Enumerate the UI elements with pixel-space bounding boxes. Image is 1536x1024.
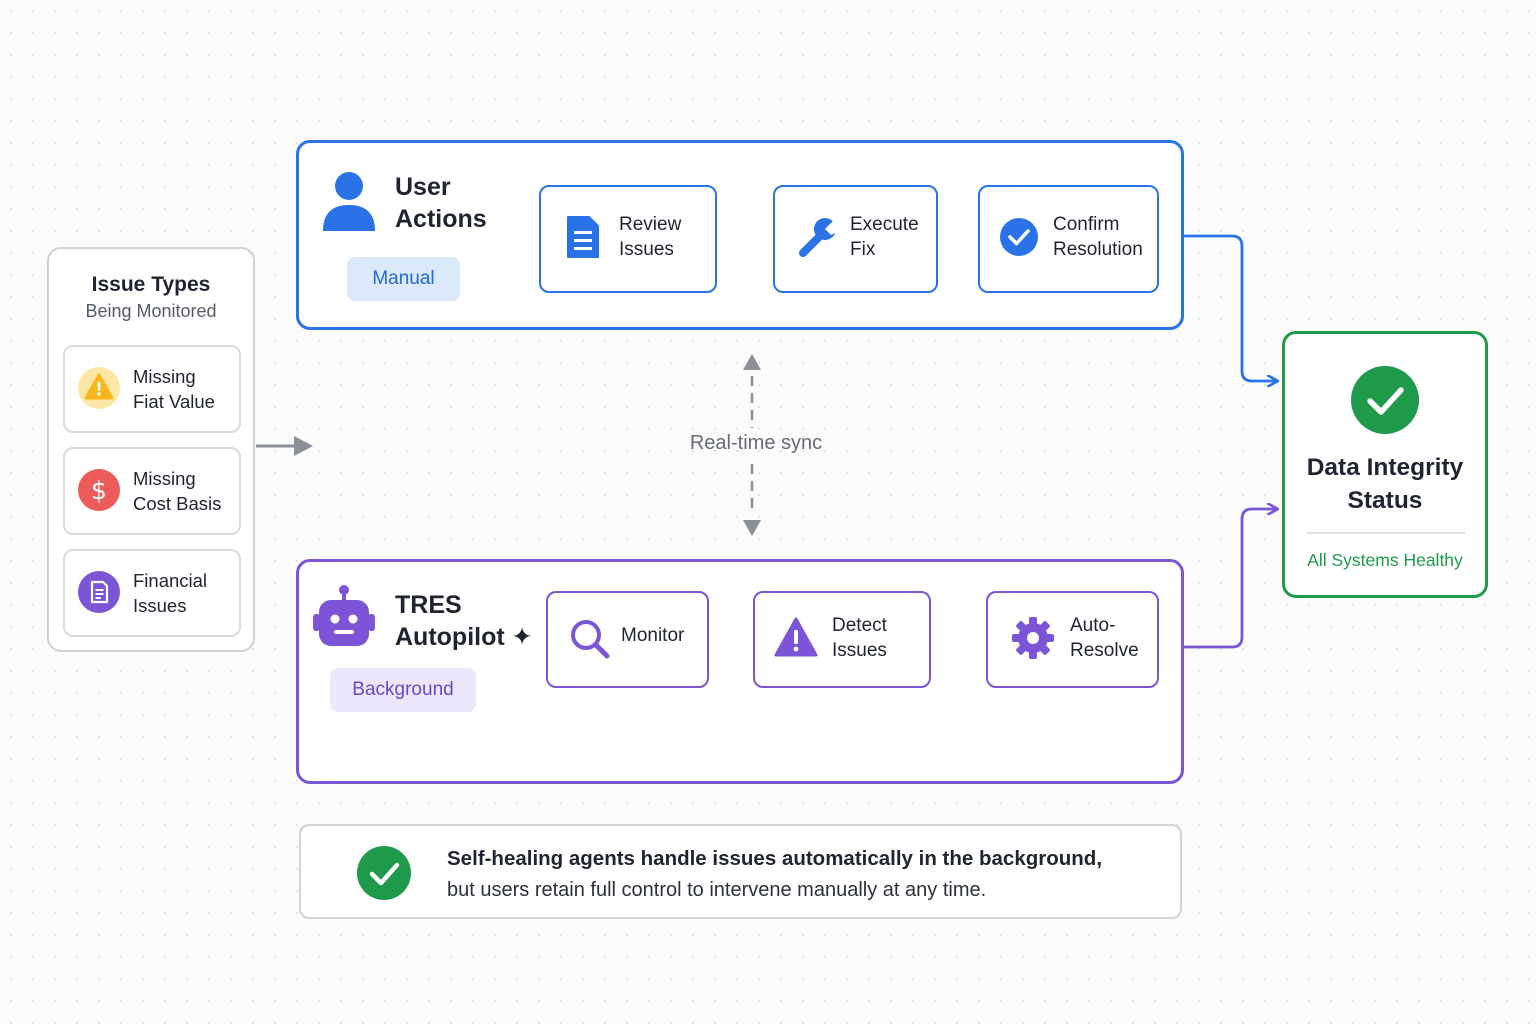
user-icon [323, 172, 375, 231]
step-label-line1: Execute [850, 214, 919, 235]
autopilot-title-line1: TRES [395, 591, 462, 619]
wrench-icon [799, 218, 839, 257]
user-lane-title-line1: User [395, 173, 451, 201]
issue-label-line2: Cost Basis [133, 493, 222, 514]
data-integrity-status-panel: Data Integrity Status All Systems Health… [1282, 331, 1488, 598]
gear-icon [1012, 617, 1054, 659]
step-label-line2: Resolve [1070, 640, 1139, 661]
note-normal-text: but users retain full control to interve… [447, 879, 987, 901]
step-label-line1: Detect [832, 615, 887, 636]
status-divider [1307, 532, 1465, 534]
warning-icon [78, 367, 120, 409]
check-circle-icon [357, 846, 411, 900]
step-label-line1: Confirm [1053, 214, 1120, 235]
issue-label-line1: Missing [133, 468, 196, 489]
arrow-autopilot-to-status [1184, 509, 1276, 649]
magnifier-icon [571, 620, 610, 659]
issues-to-lanes-arrow [256, 436, 313, 456]
issue-label-line1: Missing [133, 366, 196, 387]
document-icon [567, 216, 599, 258]
status-title: Data Integrity Status [1285, 451, 1485, 517]
step-label-line2: Resolution [1053, 239, 1143, 260]
status-subtitle: All Systems Healthy [1307, 550, 1463, 570]
dollar-icon: $ [78, 469, 120, 511]
user-lane-title: User Actions [395, 171, 487, 235]
status-title-line2: Status [1347, 487, 1423, 514]
warning-icon [774, 617, 818, 657]
issue-label-line1: Financial [133, 570, 208, 591]
step-label-line1: Review [619, 214, 682, 235]
step-monitor[interactable]: Monitor [546, 591, 709, 688]
arrow-user-to-status [1184, 234, 1276, 381]
issue-label-line2: Issues [133, 595, 187, 616]
svg-text:$: $ [91, 476, 107, 505]
document-icon [78, 571, 120, 613]
step-label-line1: Auto- [1070, 615, 1116, 636]
issue-types-title: Issue Types [91, 273, 211, 296]
manual-tag: Manual [347, 257, 460, 301]
autopilot-lane-title: TRES Autopilot ✦ [395, 589, 533, 653]
issue-label-line2: Fiat Value [133, 391, 215, 412]
check-circle-icon [1351, 366, 1419, 434]
autopilot-lane: TRES Autopilot ✦ Background Monitor Dete… [296, 559, 1184, 784]
sync-label: Real-time sync [689, 432, 823, 454]
user-lane-title-line2: Actions [395, 205, 487, 233]
step-label-line1: Monitor [621, 625, 685, 646]
background-tag: Background [330, 668, 476, 712]
robot-icon [313, 585, 375, 646]
status-title-line1: Data Integrity [1306, 454, 1464, 481]
issue-types-subtitle: Being Monitored [85, 301, 217, 321]
note-bold-text: Self-healing agents handle issues automa… [447, 847, 1103, 870]
autopilot-title-line2: Autopilot ✦ [395, 623, 533, 651]
step-label-line2: Issues [832, 640, 887, 661]
step-label-line2: Issues [619, 239, 674, 260]
step-auto-resolve[interactable]: Auto- Resolve [986, 591, 1159, 688]
sync-arrow [743, 354, 761, 536]
check-circle-icon [1000, 218, 1038, 256]
step-label-line2: Fix [850, 239, 876, 260]
summary-note: Self-healing agents handle issues automa… [299, 824, 1182, 919]
